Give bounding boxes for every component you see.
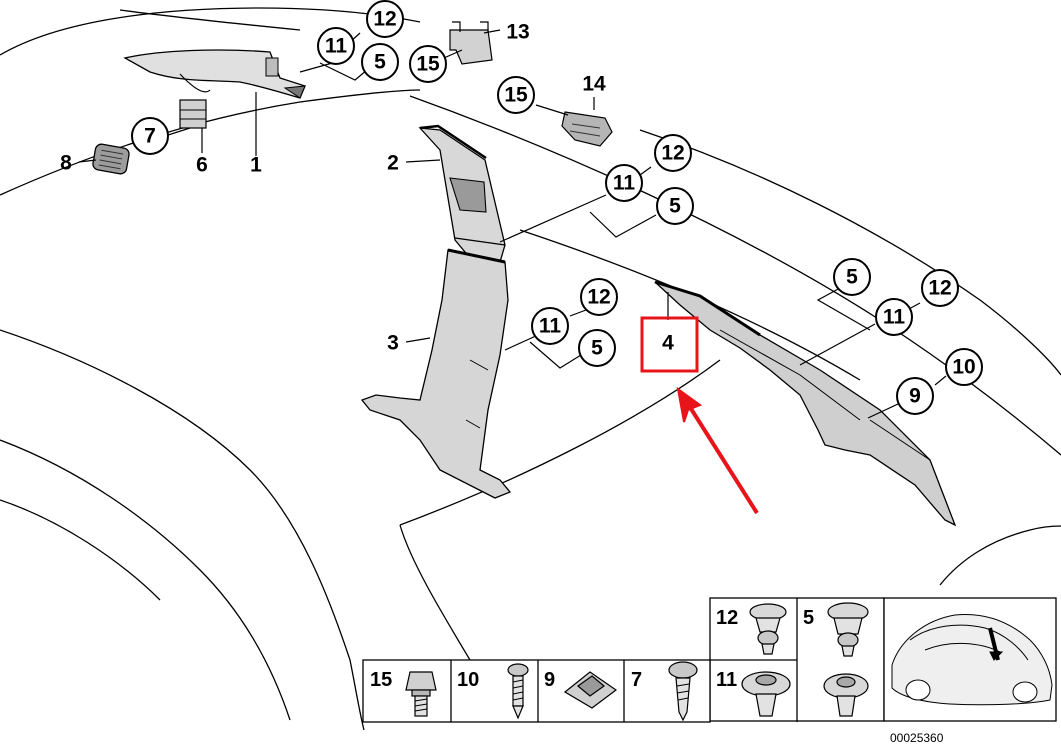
label-13: 13 bbox=[506, 21, 529, 44]
label-1: 1 bbox=[250, 154, 262, 177]
callout-7: 7 bbox=[144, 125, 156, 148]
fastener-5-clip-alt bbox=[823, 673, 869, 717]
fastener-5-clip bbox=[827, 602, 869, 657]
callout-9: 9 bbox=[909, 385, 921, 408]
part-8-vent-grille bbox=[92, 143, 130, 175]
panel-label-12: 12 bbox=[716, 607, 738, 629]
callout-12: 12 bbox=[661, 142, 684, 165]
panel-label-10: 10 bbox=[457, 669, 479, 691]
highlight-box bbox=[640, 316, 699, 373]
highlight-arrow-shaft bbox=[686, 402, 759, 515]
callout-5: 5 bbox=[846, 266, 858, 289]
callout-15: 15 bbox=[416, 53, 440, 76]
car-overview-thumbnail bbox=[891, 613, 1053, 706]
callout-12: 12 bbox=[928, 277, 951, 300]
fastener-9-clip-nut bbox=[563, 671, 618, 709]
part-1-a-pillar-trim bbox=[123, 49, 306, 99]
fastener-15-hex-bolt bbox=[405, 671, 437, 717]
part-2-b-pillar-upper-trim bbox=[418, 124, 506, 263]
part-13-bracket bbox=[449, 21, 493, 65]
highlight-arrow-head bbox=[676, 386, 703, 423]
callout-15: 15 bbox=[504, 84, 528, 107]
callout-5: 5 bbox=[669, 195, 681, 218]
callout-12: 12 bbox=[373, 8, 396, 31]
callout-5: 5 bbox=[374, 51, 386, 74]
panel-label-11: 11 bbox=[716, 669, 737, 691]
panel-labels: 15 10 9 7 11 12 5 bbox=[370, 607, 814, 691]
diagram-reference-number: 00025360 bbox=[890, 731, 944, 745]
fastener-11-expanding-rivet bbox=[741, 671, 791, 717]
label-14: 14 bbox=[582, 73, 606, 96]
label-2: 2 bbox=[387, 152, 399, 175]
callout-11: 11 bbox=[325, 35, 348, 58]
panel-label-5: 5 bbox=[803, 607, 814, 629]
callout-11: 11 bbox=[883, 306, 906, 329]
callout-11: 11 bbox=[613, 172, 636, 195]
panel-label-15: 15 bbox=[370, 669, 392, 691]
leader-lines bbox=[78, 29, 947, 419]
fastener-7-screw bbox=[668, 661, 698, 722]
callout-10: 10 bbox=[952, 356, 975, 379]
callout-labels: 12 11 5 15 15 7 12 11 5 12 11 5 5 12 11 … bbox=[60, 8, 976, 408]
fastener-10-screw bbox=[507, 663, 529, 720]
panel-label-9: 9 bbox=[544, 669, 555, 691]
callout-5: 5 bbox=[591, 337, 603, 360]
panel-label-7: 7 bbox=[631, 669, 642, 691]
highlight-annotation bbox=[640, 316, 759, 515]
callout-12: 12 bbox=[587, 286, 610, 309]
part-14-clip bbox=[561, 111, 613, 147]
label-4: 4 bbox=[662, 332, 674, 355]
part-6-clip bbox=[179, 99, 207, 129]
fastener-12-clip bbox=[749, 603, 787, 655]
callout-11: 11 bbox=[539, 315, 562, 338]
label-6: 6 bbox=[196, 154, 208, 177]
callout-circles bbox=[131, 0, 983, 415]
label-3: 3 bbox=[387, 332, 399, 355]
label-8: 8 bbox=[60, 152, 72, 175]
part-3-b-pillar-lower-trim bbox=[360, 248, 512, 499]
part-4-roof-strip bbox=[654, 280, 957, 527]
